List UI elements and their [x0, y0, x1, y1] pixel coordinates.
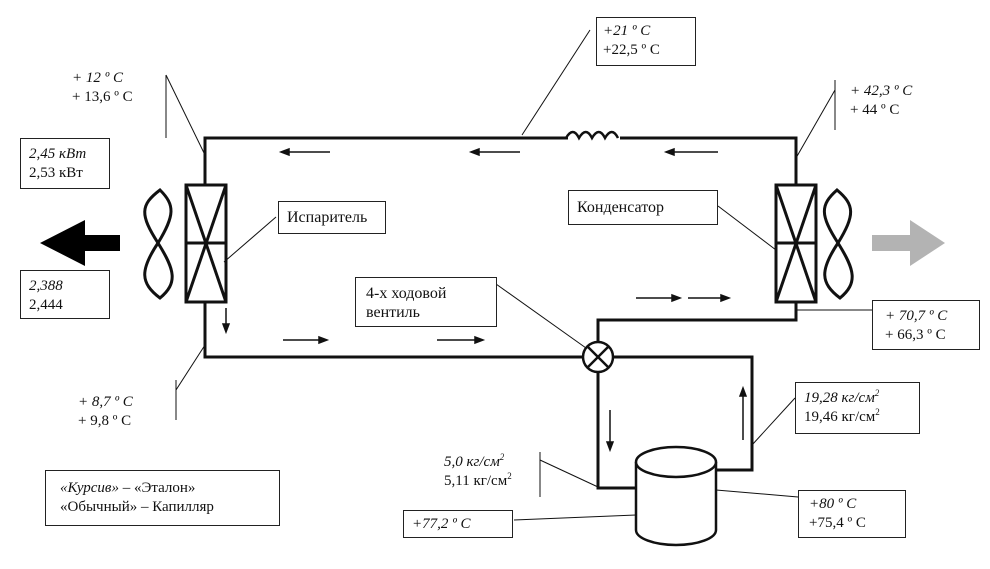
cond-in-value: + 66,3 º C: [885, 327, 946, 343]
power-ref: 2,45 кВт: [29, 146, 87, 162]
airflow-arrow-left: [40, 220, 120, 266]
power-reading: 2,45 кВт 2,53 кВт: [20, 138, 110, 189]
legend-italic-word: «Курсив»: [60, 480, 119, 496]
low-pressure-reading: 5,0 кг/см2 5,11 кг/см2: [444, 453, 512, 491]
top-pipe-ref: +21 º C: [603, 23, 651, 39]
evaporator-fan: [143, 188, 174, 300]
ratio-ref: 2,388: [29, 278, 63, 294]
evaporator-label: Испаритель: [278, 201, 386, 234]
flow-arrow: [636, 293, 683, 303]
condenser-outlet-reading: + 42,3 º C + 44 º C: [850, 82, 912, 120]
cond-in-ref: + 70,7 º C: [885, 308, 948, 324]
flow-arrow: [468, 147, 520, 157]
discharge-value: +75,4 º C: [809, 515, 866, 531]
evap-in-ref: + 12 º C: [72, 70, 124, 86]
leader-high-pressure: [751, 397, 796, 446]
leader-low-pressure: [539, 459, 599, 488]
pipe-left-bottom: [203, 302, 583, 359]
pipe-valve-to-condenser: [596, 302, 798, 342]
pipe-top-right: [620, 136, 798, 185]
evaporator-outlet-reading: + 8,7 º C + 9,8 º C: [78, 393, 133, 431]
evap-out-ref: + 8,7 º C: [78, 394, 133, 410]
high-pressure-ref: 19,28 кг/см2: [804, 388, 880, 407]
ratio-reading: 2,388 2,444: [20, 270, 110, 319]
discharge-reading: +80 º C +75,4 º C: [798, 490, 906, 538]
pipe-top: [203, 136, 568, 185]
condenser-inlet-reading: + 70,7 º C + 66,3 º C: [872, 300, 980, 350]
leader-top-pipe: [521, 29, 591, 136]
high-pressure-value: 19,46 кг/см2: [804, 407, 880, 426]
flow-arrow: [278, 147, 330, 157]
flow-arrow: [663, 147, 718, 157]
leader-discharge: [715, 489, 799, 498]
leader-cond-out: [795, 89, 836, 159]
leader-valve-label: [495, 283, 587, 349]
four-way-valve: [581, 340, 615, 374]
legend-line1: «Курсив» – «Эталон»: [60, 479, 279, 498]
cond-out-value: + 44 º C: [850, 102, 900, 118]
condenser-fan: [822, 188, 854, 300]
condenser-label-text: Конденсатор: [577, 199, 665, 216]
evap-in-value: + 13,6 º C: [72, 89, 133, 105]
valve-label-line2: вентиль: [366, 304, 420, 321]
discharge-ref: +80 º C: [809, 496, 857, 512]
evap-out-value: + 9,8 º C: [78, 413, 132, 429]
flow-arrow: [437, 335, 486, 345]
high-pressure-reading: 19,28 кг/см2 19,46 кг/см2: [795, 382, 920, 434]
leader-evap-in: [165, 74, 206, 156]
suction-ref: +77,2 º C: [412, 516, 471, 532]
capillary-coil: [564, 130, 620, 141]
pipe-valve-to-compressor-low: [596, 372, 636, 490]
flow-arrow: [738, 385, 748, 440]
evaporator-unit: [184, 183, 228, 304]
flow-arrow: [605, 410, 615, 453]
four-way-valve-label: 4-х ходовой вентиль: [355, 277, 497, 327]
legend-box: «Курсив» – «Эталон» «Обычный» – Капилляр: [45, 470, 280, 526]
top-pipe-value: +22,5 º C: [603, 42, 660, 58]
flow-arrow: [688, 293, 732, 303]
low-pressure-value: 5,11 кг/см2: [444, 471, 512, 490]
condenser-unit: [774, 183, 818, 304]
flow-arrow: [221, 308, 231, 335]
evaporator-label-text: Испаритель: [287, 209, 368, 226]
leader-evaporator-label: [223, 216, 277, 263]
evaporator-inlet-reading: + 12 º C + 13,6 º C: [72, 69, 133, 107]
airflow-arrow-right: [872, 220, 945, 266]
power-value: 2,53 кВт: [29, 165, 83, 181]
top-pipe-reading: +21 º C +22,5 º C: [596, 17, 696, 66]
cond-out-ref: + 42,3 º C: [850, 83, 913, 99]
low-pressure-ref: 5,0 кг/см2: [444, 452, 505, 471]
leader-suction: [513, 514, 637, 521]
suction-reading: +77,2 º C: [403, 510, 513, 538]
valve-label-line1: 4-х ходовой: [366, 285, 447, 302]
legend-line1-rest: – «Эталон»: [118, 480, 196, 496]
compressor: [634, 445, 718, 547]
legend-line2: «Обычный» – Капилляр: [60, 499, 214, 515]
ratio-value: 2,444: [29, 297, 63, 313]
leader-condenser-label: [717, 205, 777, 251]
flow-arrow: [283, 335, 330, 345]
condenser-label: Конденсатор: [568, 190, 718, 225]
leader-evap-out: [175, 344, 206, 391]
pipe-valve-to-compressor-high: [613, 355, 754, 472]
